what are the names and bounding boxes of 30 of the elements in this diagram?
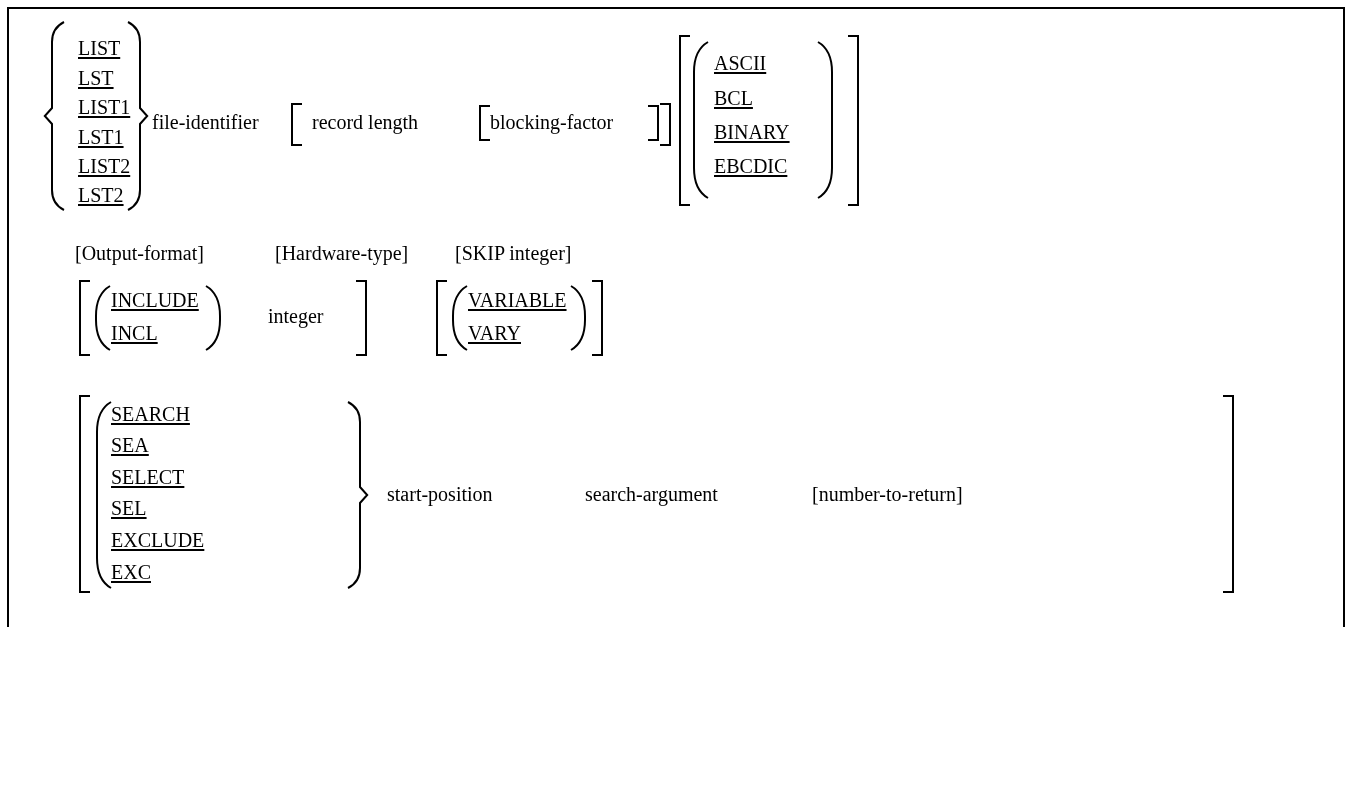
keyword: BCL: [714, 87, 753, 109]
syntax-term: [SKIP integer]: [455, 242, 572, 264]
keyword: INCL: [111, 322, 158, 344]
keyword: LIST: [78, 37, 121, 59]
syntax-term: [number-to-return]: [812, 483, 963, 505]
syntax-term: [Hardware-type]: [275, 242, 409, 264]
keyword: EXCLUDE: [111, 529, 205, 551]
syntax-term: record length: [312, 111, 419, 133]
keyword: LST2: [78, 184, 124, 206]
keyword: SELECT: [111, 466, 185, 488]
syntax-term: [Output-format]: [75, 242, 204, 264]
keyword: BINARY: [714, 121, 790, 143]
keyword: VARY: [468, 322, 521, 344]
keyword: SEARCH: [111, 403, 190, 425]
syntax-term: start-position: [387, 483, 493, 505]
keyword: LST1: [78, 126, 124, 148]
keyword: SEL: [111, 497, 147, 519]
keyword: VARIABLE: [468, 289, 567, 311]
keyword: EXC: [111, 561, 151, 583]
keyword: EBCDIC: [714, 155, 788, 177]
syntax-term: search-argument: [585, 483, 718, 505]
keyword: INCLUDE: [111, 289, 199, 311]
keyword: ASCII: [714, 52, 767, 74]
keyword: SEA: [111, 434, 149, 456]
keyword: LIST1: [78, 96, 131, 118]
syntax-term: integer: [268, 305, 324, 327]
keyword: LIST2: [78, 155, 131, 177]
keyword: LST: [78, 67, 114, 89]
syntax-term: file-identifier: [152, 111, 259, 133]
syntax-term: blocking-factor: [490, 111, 614, 133]
